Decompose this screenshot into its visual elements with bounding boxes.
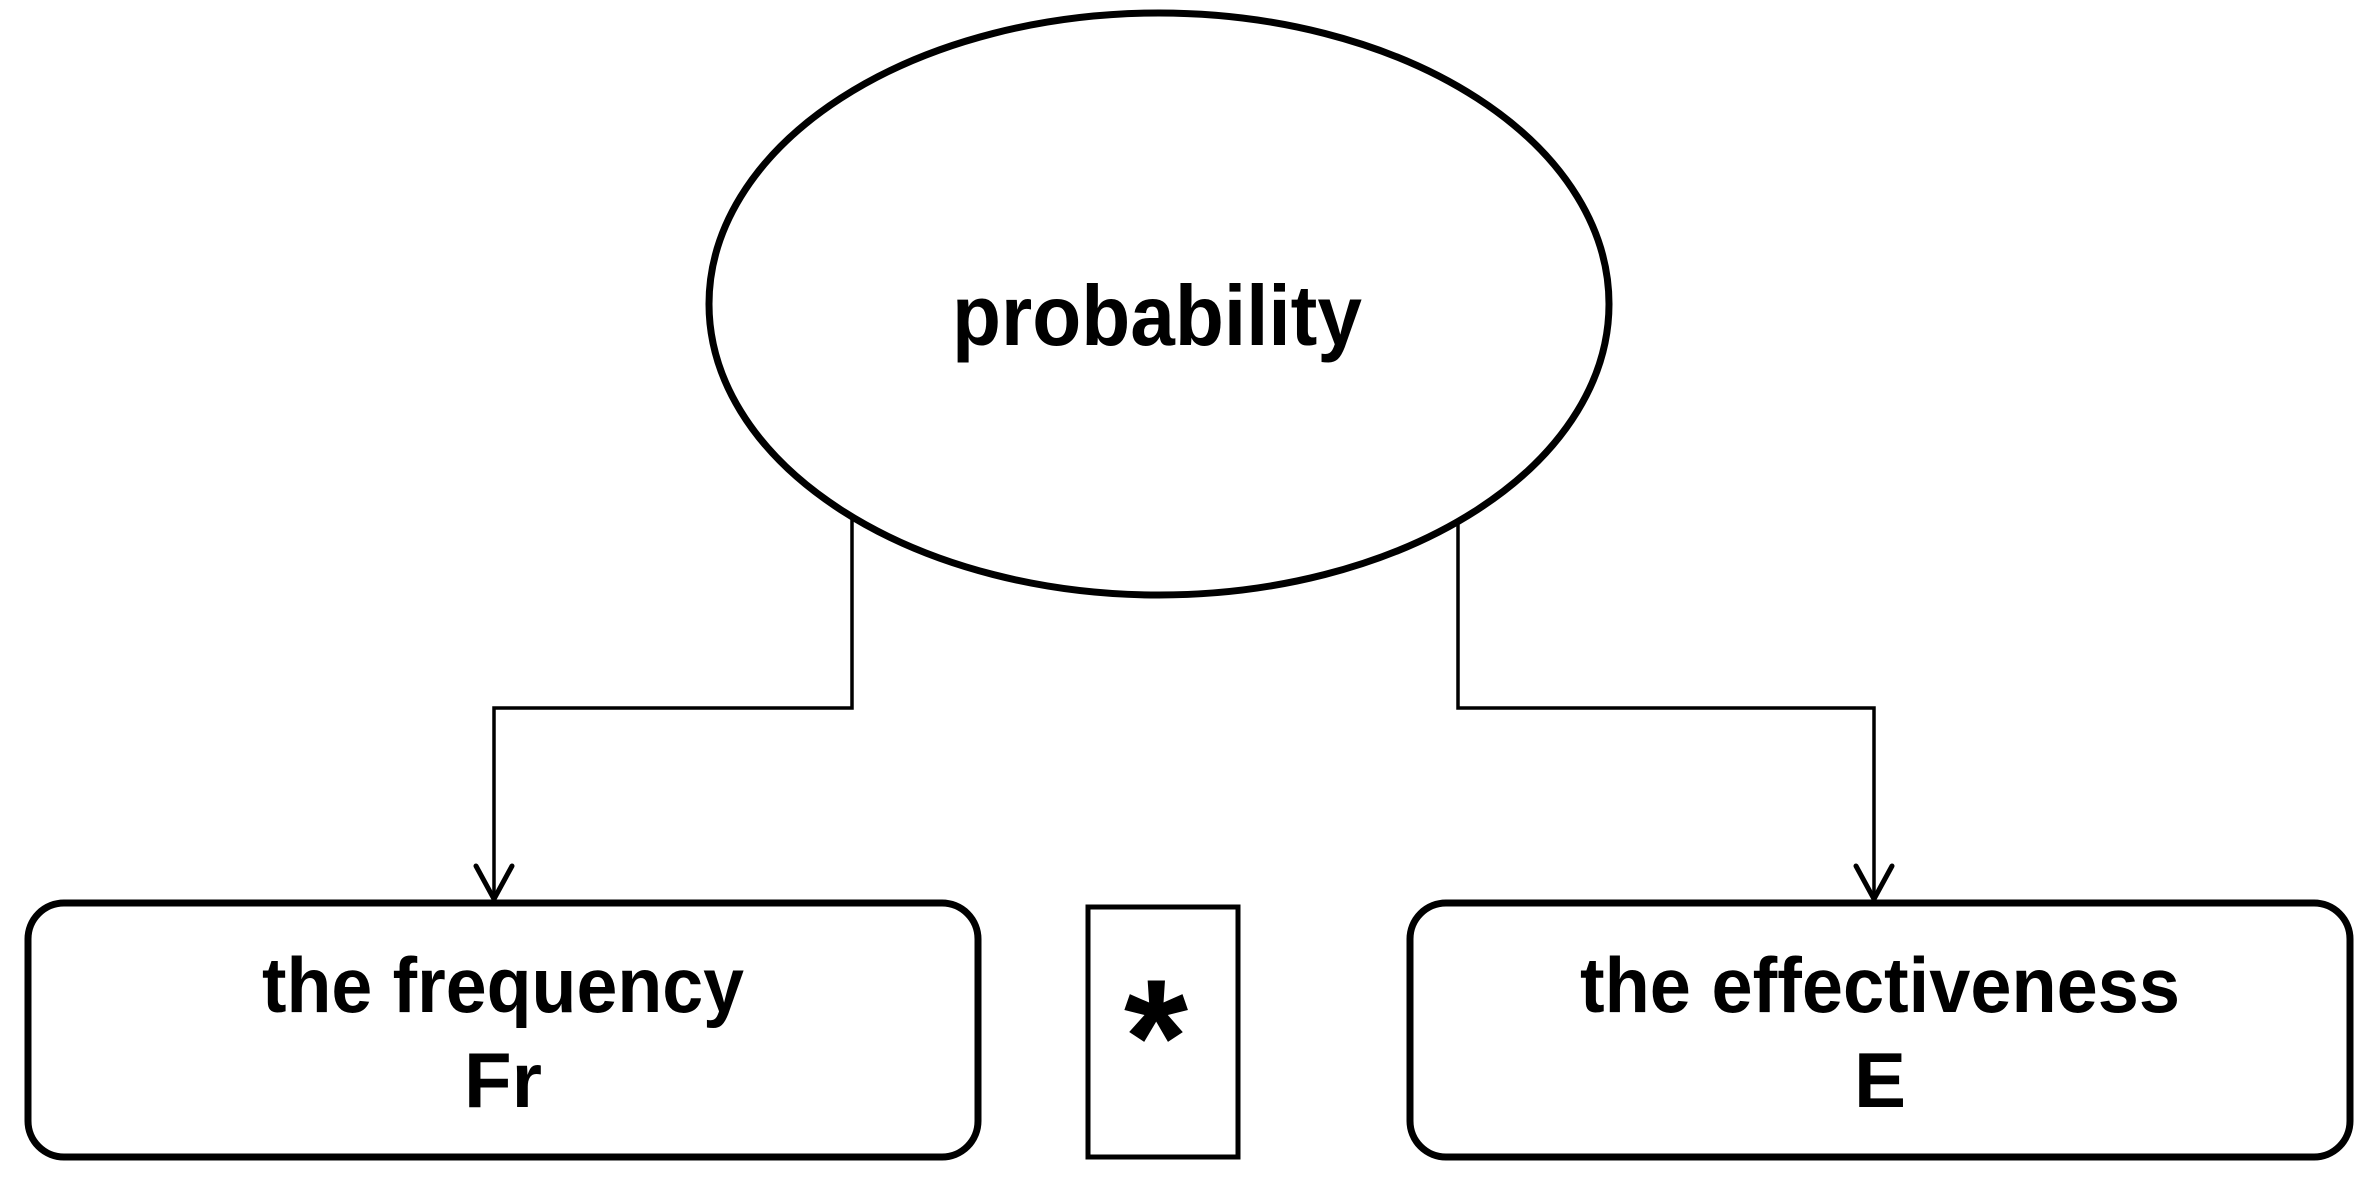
frequency-symbol: Fr <box>464 1036 542 1124</box>
right-arrow-down-icon <box>1853 863 1895 905</box>
operator-node <box>1085 904 1241 1160</box>
multiplication-symbol: * <box>1124 945 1189 1129</box>
right-connector-line <box>1456 521 1876 897</box>
frequency-label: the frequency <box>262 941 744 1029</box>
effectiveness-symbol: E <box>1854 1036 1906 1124</box>
effectiveness-node <box>1406 899 2354 1161</box>
left-connector-line <box>492 517 854 897</box>
frequency-node <box>24 899 982 1161</box>
probability-label: probability <box>952 269 1362 364</box>
probability-node <box>705 9 1613 599</box>
effectiveness-label: the effectiveness <box>1580 941 2180 1029</box>
left-arrow-down-icon <box>473 863 515 905</box>
